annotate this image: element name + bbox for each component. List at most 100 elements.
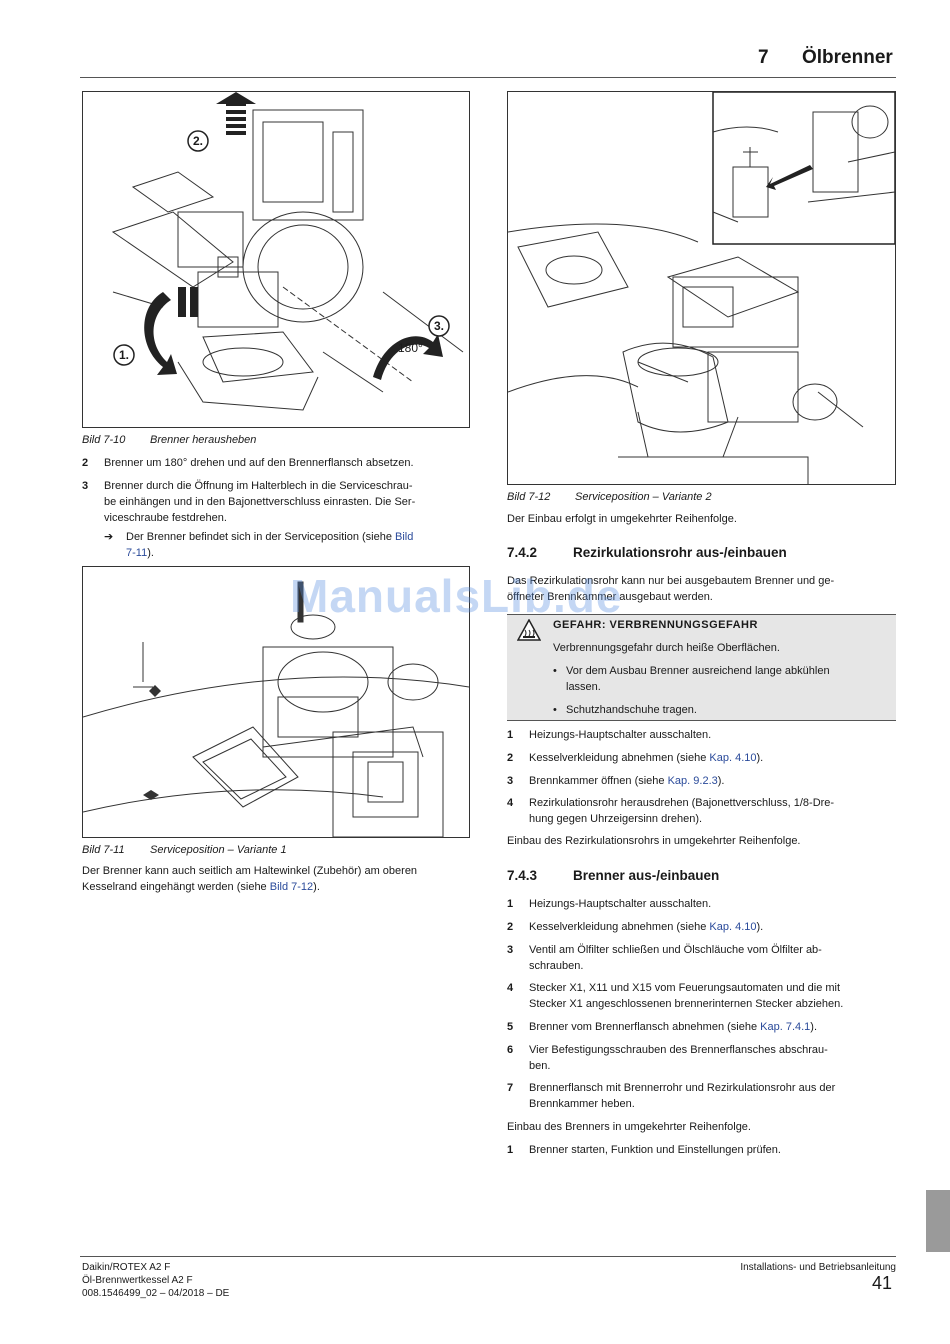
step-text-end: ). bbox=[810, 1021, 818, 1033]
footer-product: Daikin/ROTEX A2 F bbox=[82, 1262, 171, 1273]
step-text-line-2: Stecker X1 angeschlossenen brennerintern… bbox=[529, 998, 844, 1010]
step-text-line-1: Stecker X1, X11 und X15 vom Feuerungsaut… bbox=[529, 982, 841, 994]
step-text-line-2: hung gegen Uhrzeigersinn drehen). bbox=[529, 813, 703, 825]
step-number: 3 bbox=[507, 944, 514, 956]
step-text-line-1: Ventil am Ölfilter schließen und Ölschlä… bbox=[529, 944, 822, 956]
step-text-end: ). bbox=[756, 921, 764, 933]
figure-title: Serviceposition – Variante 1 bbox=[150, 844, 287, 856]
list-item: 4 Rezirkulationsrohr herausdrehen (Bajon… bbox=[507, 795, 897, 827]
step-number: 3 bbox=[507, 775, 514, 787]
figure-7-11 bbox=[82, 566, 470, 838]
step-number: 4 bbox=[507, 797, 514, 809]
warning-title: GEFAHR: VERBRENNUNGSGEFAHR bbox=[553, 619, 758, 631]
step-text-line-2: ben. bbox=[529, 1060, 551, 1072]
warning-box: GEFAHR: VERBRENNUNGSGEFAHR Verbrennungsg… bbox=[507, 614, 896, 721]
section-title: Brenner aus-/einbauen bbox=[573, 868, 720, 883]
service-position-2-illustration bbox=[508, 92, 895, 484]
step-number: 6 bbox=[507, 1044, 514, 1056]
step-number: 7 bbox=[507, 1082, 514, 1094]
burner-lift-illustration: 2. 1. 3. 180° bbox=[111, 92, 464, 411]
warning-body: Verbrennungsgefahr durch heiße Oberfläch… bbox=[553, 642, 780, 654]
chapter-tab-marker bbox=[926, 1190, 950, 1252]
paragraph-line-end: ). bbox=[313, 881, 320, 893]
service-position-1-illustration bbox=[83, 581, 469, 837]
step-number: 2 bbox=[507, 752, 514, 764]
step-number: 1 bbox=[507, 729, 514, 741]
figure-label-rotation: 180° bbox=[398, 341, 423, 355]
step-text-line-3: viceschraube festdrehen. bbox=[104, 512, 227, 524]
figure-7-11-caption: Bild 7-11 Serviceposition – Variante 1 bbox=[82, 842, 287, 858]
paragraph-line: Das Rezirkulationsrohr kann nur bei ausg… bbox=[507, 575, 835, 587]
figure-link[interactable]: Bild bbox=[395, 531, 414, 543]
paragraph-line: Kesselrand eingehängt werden (siehe bbox=[82, 881, 270, 893]
figure-label-step-2: 2. bbox=[193, 134, 203, 148]
warning-bullet-line: lassen. bbox=[566, 681, 601, 693]
figure-7-10: 2. 1. 3. 180° bbox=[82, 91, 470, 428]
step-text-line-1: Brenner durch die Öffnung im Halterblech… bbox=[104, 480, 413, 492]
step-text: Brenner um 180° drehen und auf den Brenn… bbox=[104, 457, 414, 469]
step-number: 1 bbox=[507, 898, 514, 910]
result-arrow-icon: ➔ bbox=[104, 531, 114, 543]
step-text-line-2: schrauben. bbox=[529, 960, 584, 972]
step-text: Kesselverkleidung abnehmen (siehe bbox=[529, 752, 710, 764]
paragraph: Der Einbau erfolgt in umgekehrter Reihen… bbox=[507, 513, 737, 525]
step-number: 2 bbox=[82, 457, 89, 469]
chapter-title: Ölbrenner bbox=[802, 47, 893, 68]
step-text: Kesselverkleidung abnehmen (siehe bbox=[529, 921, 710, 933]
step-text: Heizungs-Hauptschalter ausschalten. bbox=[529, 729, 712, 741]
footer-divider bbox=[80, 1256, 896, 1257]
figure-link[interactable]: 7-11 bbox=[126, 547, 148, 559]
section-heading-7-4-3: 7.4.3 Brenner aus-/einbauen bbox=[507, 868, 719, 884]
list-item: 3 Ventil am Ölfilter schließen und Ölsch… bbox=[507, 942, 897, 974]
step-text: Brennkammer öffnen (siehe bbox=[529, 775, 668, 787]
figure-label-step-1: 1. bbox=[119, 348, 129, 362]
chapter-link[interactable]: Kap. 4.10 bbox=[709, 752, 757, 764]
step-number: 5 bbox=[507, 1021, 514, 1033]
footer-document-type: Installations- und Betriebsanleitung bbox=[740, 1262, 896, 1273]
paragraph: Der Brenner kann auch seitlich am Haltew… bbox=[82, 863, 477, 895]
step-text-line-2: be einhängen und in den Bajonettverschlu… bbox=[104, 496, 416, 508]
warning-bullet-line: Vor dem Ausbau Brenner ausreichend lange… bbox=[566, 665, 830, 677]
header-divider bbox=[80, 77, 896, 78]
hot-surface-warning-icon bbox=[517, 619, 541, 641]
chapter-link[interactable]: Kap. 4.10 bbox=[709, 921, 757, 933]
step-result: ➔ Der Brenner befindet sich in der Servi… bbox=[104, 529, 474, 561]
figure-number: Bild 7-12 bbox=[507, 491, 551, 503]
figure-link[interactable]: Bild 7-12 bbox=[269, 881, 314, 893]
step-text: Brenner vom Brennerflansch abnehmen (sie… bbox=[529, 1021, 761, 1033]
figure-title: Serviceposition – Variante 2 bbox=[575, 491, 712, 503]
figure-number: Bild 7-10 bbox=[82, 434, 126, 446]
chapter-link[interactable]: Kap. 9.2.3 bbox=[667, 775, 718, 787]
step-number: 1 bbox=[507, 1144, 514, 1156]
footer-document-id: 008.1546499_02 – 04/2018 – DE bbox=[82, 1288, 230, 1299]
step-number: 2 bbox=[507, 921, 514, 933]
result-text: Der Brenner befindet sich in der Service… bbox=[126, 531, 396, 543]
step-number: 4 bbox=[507, 982, 514, 994]
step-text: Heizungs-Hauptschalter ausschalten. bbox=[529, 898, 712, 910]
footer-model: Öl-Brennwertkessel A2 F bbox=[82, 1275, 193, 1286]
paragraph: Einbau des Brenners in umgekehrter Reihe… bbox=[507, 1121, 751, 1133]
footer-left: Daikin/ROTEX A2 F Öl-Brennwertkessel A2 … bbox=[82, 1261, 229, 1300]
list-item: 7 Brennerflansch mit Brennerrohr und Rez… bbox=[507, 1080, 897, 1112]
step-text-line-1: Vier Befestigungsschrauben des Brennerfl… bbox=[529, 1044, 828, 1056]
list-item: 3 Brenner durch die Öffnung im Halterble… bbox=[82, 478, 472, 526]
figure-7-10-caption: Bild 7-10 Brenner herausheben bbox=[82, 432, 256, 448]
figure-label-step-3: 3. bbox=[434, 319, 444, 333]
step-text-line-2: Brennkammer heben. bbox=[529, 1098, 635, 1110]
figure-title: Brenner herausheben bbox=[150, 434, 257, 446]
step-text: Brenner starten, Funktion und Einstellun… bbox=[529, 1144, 781, 1156]
paragraph: Einbau des Rezirkulationsrohrs in umgeke… bbox=[507, 835, 801, 847]
step-number: 3 bbox=[82, 480, 89, 492]
list-item: 4 Stecker X1, X11 und X15 vom Feuerungsa… bbox=[507, 980, 897, 1012]
chapter-link[interactable]: Kap. 7.4.1 bbox=[760, 1021, 811, 1033]
figure-number: Bild 7-11 bbox=[82, 844, 125, 856]
figure-7-12 bbox=[507, 91, 896, 485]
step-text-line-1: Brennerflansch mit Brennerrohr und Rezir… bbox=[529, 1082, 836, 1094]
section-number: 7.4.3 bbox=[507, 868, 538, 883]
warning-bullet-line: Schutzhandschuhe tragen. bbox=[566, 704, 697, 716]
step-text-end: ). bbox=[756, 752, 764, 764]
section-title: Rezirkulationsrohr aus-/einbauen bbox=[573, 545, 787, 560]
figure-7-12-caption: Bild 7-12 Serviceposition – Variante 2 bbox=[507, 489, 712, 505]
paragraph-line: Der Brenner kann auch seitlich am Haltew… bbox=[82, 865, 418, 877]
